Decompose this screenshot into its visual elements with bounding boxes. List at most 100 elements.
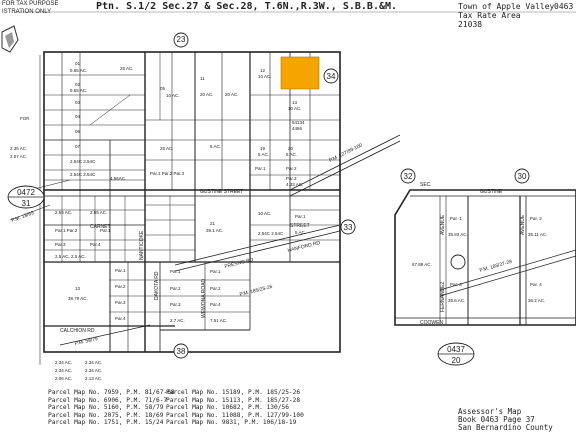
parcel-map-entry: Parcel Map No. 5160, P.M. 58/79: [48, 404, 164, 412]
svg-text:Par. 1: Par. 1: [450, 216, 462, 221]
svg-text:11: 11: [200, 76, 205, 81]
svg-text:2.54C 2.54C: 2.54C 2.54C: [70, 159, 96, 164]
svg-text:Par.1 Par.2: Par.1 Par.2: [55, 228, 78, 233]
parcel-map-entry: Parcel Map No. 11088, P.M. 127/99-100: [166, 411, 304, 419]
svg-text:2.55 AC.: 2.55 AC.: [90, 210, 107, 215]
svg-text:Par.3: Par.3: [55, 242, 66, 247]
svg-text:Par.1: Par.1: [295, 214, 306, 219]
pm-185-25-label: P.M. 185/25-26: [239, 284, 273, 298]
svg-text:Par.1: Par.1: [210, 269, 221, 274]
svg-text:4.56AC.: 4.56AC.: [110, 176, 126, 181]
svg-text:38.79 AC.: 38.79 AC.: [68, 296, 88, 301]
page-23-label: 23: [177, 35, 186, 44]
svg-text:13: 13: [292, 100, 298, 105]
page-30-label: 30: [518, 172, 527, 181]
svg-text:Par.1: Par.1: [170, 269, 181, 274]
parcel-map-list-2: Parcel Map No. 15189, P.M. 185/25-26 Par…: [166, 389, 304, 427]
svg-text:2.5 AC. 2.5 AC.: 2.5 AC. 2.5 AC.: [55, 254, 86, 259]
page-38-label: 38: [177, 347, 186, 356]
calchion-rd-label: CALCHION RD: [60, 328, 95, 334]
svg-text:2.34 AC.: 2.34 AC.: [85, 368, 102, 373]
book-number-partial: 0463: [554, 2, 574, 11]
fernandez-label: FERNANDEZ: [440, 281, 446, 312]
svg-text:Par. 4: Par. 4: [530, 282, 542, 287]
parcel-map-entry: Parcel Map No. 6906, P.M. 71/6-7: [48, 396, 168, 404]
pm-58-79-label: P.M. 58/79: [74, 336, 98, 347]
county-seal-icon: [1, 25, 19, 53]
svg-text:Par.4: Par.4: [90, 242, 101, 247]
book-0437-label: 0437: [447, 345, 465, 354]
svg-text:2.34 AC.: 2.34 AC.: [85, 360, 102, 365]
sec-label: SEC.: [420, 182, 432, 188]
svg-text:04: 04: [75, 114, 81, 119]
hanford-rd-label: HANFORD RD: [287, 240, 321, 254]
svg-text:06: 06: [75, 129, 81, 134]
avenue-label-west: AVENUE: [440, 214, 446, 235]
svg-text:2.55 AC.: 2.55 AC.: [55, 210, 72, 215]
book-0472-label: 0472: [17, 188, 35, 197]
svg-text:Par. 2: Par. 2: [530, 216, 542, 221]
svg-text:12: 12: [260, 68, 266, 73]
svg-text:05: 05: [160, 86, 166, 91]
svg-text:Par.3: Par.3: [170, 302, 181, 307]
parcel-grid-east: [394, 189, 576, 326]
svg-text:39.1 AC.: 39.1 AC.: [206, 228, 223, 233]
svg-text:Par.1: Par.1: [115, 268, 126, 273]
svg-text:35.83 AC.: 35.83 AC.: [448, 232, 468, 237]
footer-book-page: Book 0463 Page 37: [458, 415, 535, 424]
svg-text:36.2 AC.: 36.2 AC.: [528, 298, 545, 303]
svg-text:2.54C 2.54C: 2.54C 2.54C: [70, 172, 96, 177]
svg-text:19: 19: [260, 146, 266, 151]
highlighted-parcel[interactable]: [280, 56, 320, 90]
svg-text:4.33 AC.: 4.33 AC.: [286, 182, 303, 187]
svg-text:2.07 AC.: 2.07 AC.: [10, 154, 27, 159]
svg-text:10 AC.: 10 AC.: [288, 106, 302, 111]
svg-text:2.13 AC.: 2.13 AC.: [85, 376, 102, 381]
carnet-label: CARNET: [90, 224, 111, 230]
svg-text:13: 13: [75, 286, 81, 291]
svg-text:2.54C 2.54C: 2.54C 2.54C: [258, 231, 284, 236]
svg-text:03: 03: [75, 100, 81, 105]
svg-text:2.35 AC.: 2.35 AC.: [10, 146, 27, 151]
footer-title: Assessor's Map: [458, 407, 522, 416]
book-0472-page-label: 31: [22, 199, 31, 208]
svg-text:Par.1: Par.1: [100, 228, 111, 233]
page-34-label: 34: [327, 72, 336, 81]
svg-text:Par.4: Par.4: [115, 316, 126, 321]
parcel-map-entry: Parcel Map No. 9831, P.M. 106/18-19: [166, 419, 297, 427]
svg-text:35.6 AC.: 35.6 AC.: [448, 298, 465, 303]
svg-text:20: 20: [288, 146, 294, 151]
svg-text:5 AC.: 5 AC.: [258, 152, 269, 157]
page-reference-markers: [7, 32, 530, 366]
svg-text:2.06 AC.: 2.06 AC.: [55, 376, 72, 381]
svg-text:25 AC.: 25 AC.: [120, 66, 134, 71]
parcel-map-entry: Parcel Map No. 15189, P.M. 185/25-26: [166, 389, 301, 396]
svg-text:4466: 4466: [292, 126, 303, 131]
disclaimer-line-1: FOR TAX PURPOSE: [2, 1, 59, 7]
svg-text:25 AC.: 25 AC.: [160, 146, 174, 151]
svg-text:21: 21: [210, 221, 216, 226]
wewona-road-label: WEWONA ROAD: [201, 278, 207, 318]
avenue-label-east: AVENUE: [520, 214, 526, 235]
pm-18-69-label: P.M. 18/69: [11, 210, 35, 224]
svg-text:20 AC.: 20 AC.: [225, 92, 239, 97]
svg-text:Par.2: Par.2: [210, 286, 221, 291]
svg-text:2.34 AC.: 2.34 AC.: [55, 360, 72, 365]
svg-text:Par.2: Par.2: [170, 286, 181, 291]
street-label: STREET: [290, 223, 310, 229]
svg-text:Par.3: Par.3: [115, 300, 126, 305]
dakota-rd-label: DAKOTA RD: [154, 271, 160, 300]
svg-text:Par. 3: Par. 3: [450, 282, 462, 287]
svg-text:5 AC.: 5 AC.: [210, 144, 221, 149]
book-0437-page-label: 20: [452, 356, 461, 365]
svg-text:5 AC.: 5 AC.: [295, 230, 306, 235]
parcel-map-entry: Parcel Map No. 15113, P.M. 185/27-28: [166, 396, 301, 404]
pm-127-99-label: P.M. 127/99-100: [328, 142, 363, 163]
svg-text:10 AC.: 10 AC.: [166, 93, 180, 98]
parcel-grid-west: [43, 51, 341, 353]
coowen-label: COOWEN: [420, 320, 443, 326]
map-title: Ptn. S.1/2 Sec.27 & Sec.28, T.6N.,R.3W.,…: [96, 1, 398, 12]
svg-text:9.65 AC.: 9.65 AC.: [70, 68, 87, 73]
